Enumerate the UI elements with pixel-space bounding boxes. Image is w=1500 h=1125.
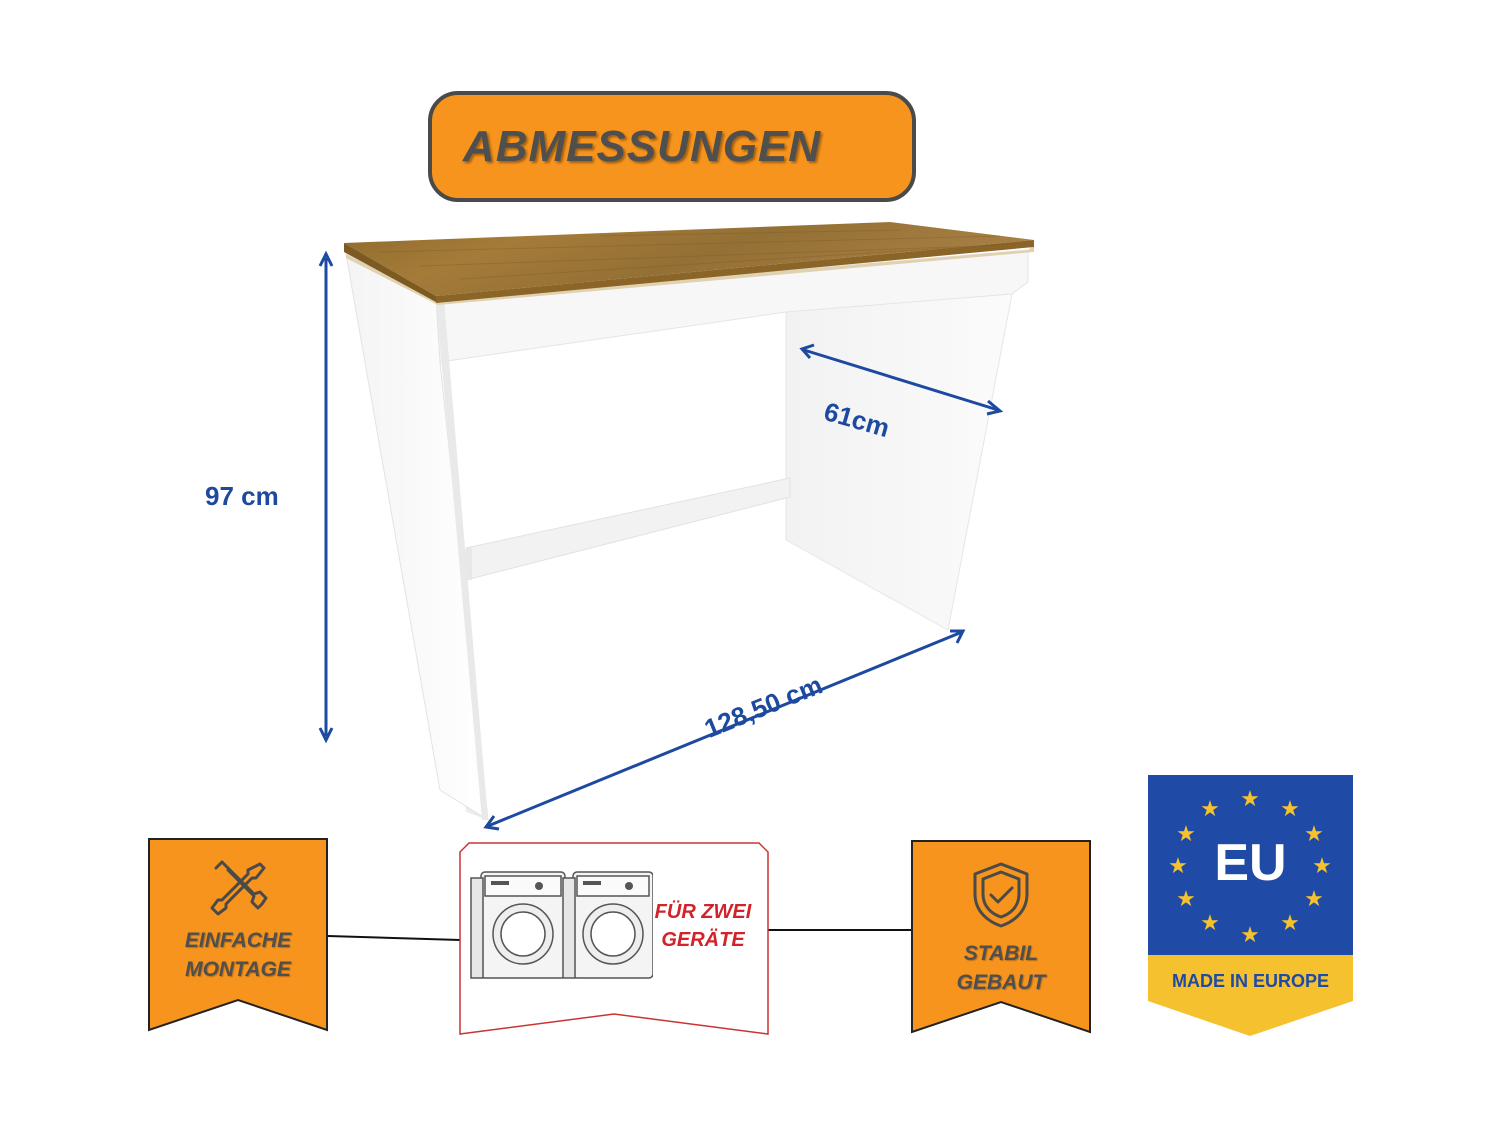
desk-stretcher <box>465 477 791 581</box>
height-label: 97 cm <box>205 481 279 511</box>
depth-arrow <box>799 343 1004 416</box>
made-in-europe-label: MADE IN EUROPE <box>1171 971 1330 991</box>
assembly-line2: MONTAGE <box>185 958 291 981</box>
assembly-line1: EINFACHE <box>184 929 292 952</box>
svg-text:★: ★ <box>1200 911 1220 936</box>
sturdy-badge: STABIL GEBAUT <box>911 840 1091 1034</box>
svg-text:★: ★ <box>1176 887 1196 912</box>
svg-text:★: ★ <box>1240 923 1260 948</box>
svg-text:★: ★ <box>1304 887 1324 912</box>
desk-right-panel <box>785 259 1013 631</box>
eu-badge: ★ ★ ★ ★ ★ ★ ★ ★ ★ ★ ★ ★ EU MADE IN EUROP… <box>1148 775 1353 1037</box>
svg-text:★: ★ <box>1280 797 1300 822</box>
eu-label: EU <box>1214 834 1287 892</box>
shield-check-icon <box>973 862 1029 928</box>
page-title: ABMESSUNGEN <box>462 121 822 171</box>
desk-top <box>344 222 1034 296</box>
svg-text:★: ★ <box>1176 822 1196 847</box>
svg-text:★: ★ <box>1312 854 1332 879</box>
sturdy-line2: GEBAUT <box>956 971 1046 994</box>
assembly-badge: EINFACHE MONTAGE <box>148 838 328 1032</box>
svg-text:★: ★ <box>1304 822 1324 847</box>
appliances-line2: GERÄTE <box>661 929 745 951</box>
washing-machine-icon <box>470 871 653 979</box>
tools-icon <box>210 860 268 916</box>
appliances-card: FÜR ZWEI GERÄTE <box>459 842 769 1035</box>
svg-text:★: ★ <box>1240 787 1260 812</box>
appliances-line1: FÜR ZWEI <box>654 901 752 923</box>
sturdy-line1: STABIL <box>963 942 1039 965</box>
svg-text:★: ★ <box>1280 911 1300 936</box>
svg-text:★: ★ <box>1200 797 1220 822</box>
eu-stars-icon: ★ ★ ★ ★ ★ ★ ★ ★ ★ ★ ★ ★ <box>1168 787 1332 948</box>
svg-text:★: ★ <box>1168 854 1188 879</box>
width-arrow <box>483 629 966 831</box>
height-arrow <box>318 250 334 744</box>
title-banner: ABMESSUNGEN <box>428 91 916 202</box>
connector-line <box>327 935 461 941</box>
